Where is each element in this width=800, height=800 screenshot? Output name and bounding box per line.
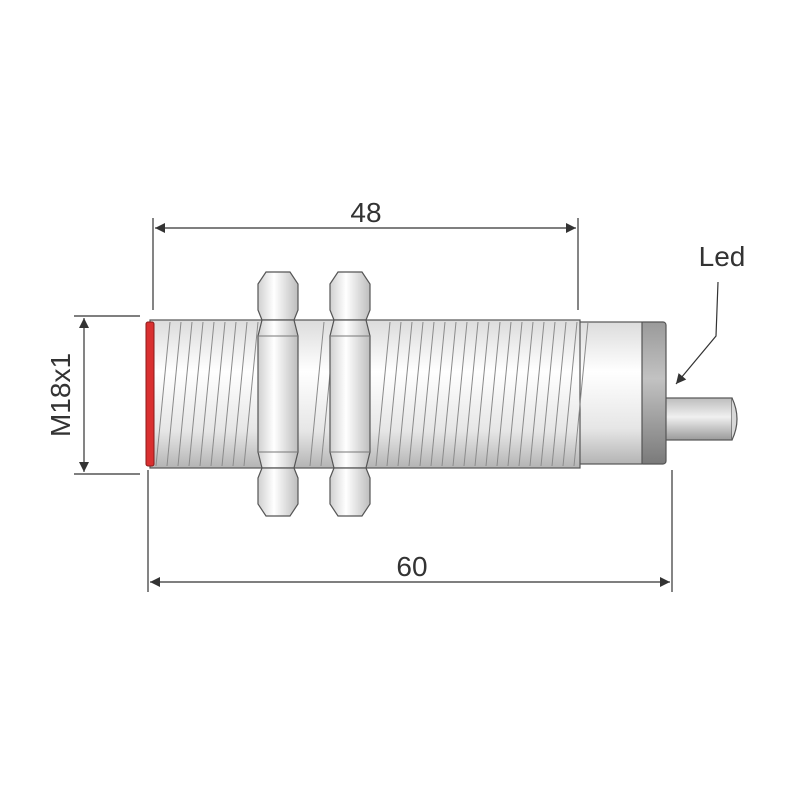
dimension-label-thread: M18x1 [45, 353, 76, 437]
thread-line [397, 321, 413, 467]
thread-line [232, 321, 248, 467]
dimension-label-48: 48 [350, 197, 381, 228]
dimension-48: 48 [152, 197, 579, 310]
thread-line [177, 321, 193, 467]
thread-lines [155, 321, 589, 467]
thread-line [573, 321, 589, 467]
thread-line [540, 321, 556, 467]
thread-line [309, 321, 325, 467]
led-callout: Led [675, 241, 746, 385]
thread-line [221, 321, 237, 467]
thread-line [463, 321, 479, 467]
thread-line [441, 321, 457, 467]
thread-line [188, 321, 204, 467]
sensing-face [145, 321, 155, 467]
lock-nut-right [329, 271, 371, 517]
thread-line [430, 321, 446, 467]
thread-line [166, 321, 182, 467]
led-label: Led [699, 241, 746, 272]
thread-line [386, 321, 402, 467]
thread-line [496, 321, 512, 467]
thread-line [562, 321, 578, 467]
thread-line [474, 321, 490, 467]
thread-line [375, 321, 391, 467]
rear-cap [577, 321, 643, 465]
thread-line [485, 321, 501, 467]
dimension-60: 60 [147, 470, 673, 592]
thread-line [408, 321, 424, 467]
thread-line [155, 321, 171, 467]
thread-line [199, 321, 215, 467]
led-leader-line [675, 281, 719, 385]
thread-line [243, 321, 259, 467]
thread-line [518, 321, 534, 467]
dimension-label-60: 60 [396, 551, 427, 582]
thread-line [529, 321, 545, 467]
thread-line [210, 321, 226, 467]
thread-line [551, 321, 567, 467]
dimension-thread: M18x1 [45, 315, 140, 475]
thread-line [507, 321, 523, 467]
thread-line [452, 321, 468, 467]
lock-nut-left [257, 271, 299, 517]
led-ring [639, 321, 667, 465]
thread-line [419, 321, 435, 467]
cable [663, 397, 738, 441]
